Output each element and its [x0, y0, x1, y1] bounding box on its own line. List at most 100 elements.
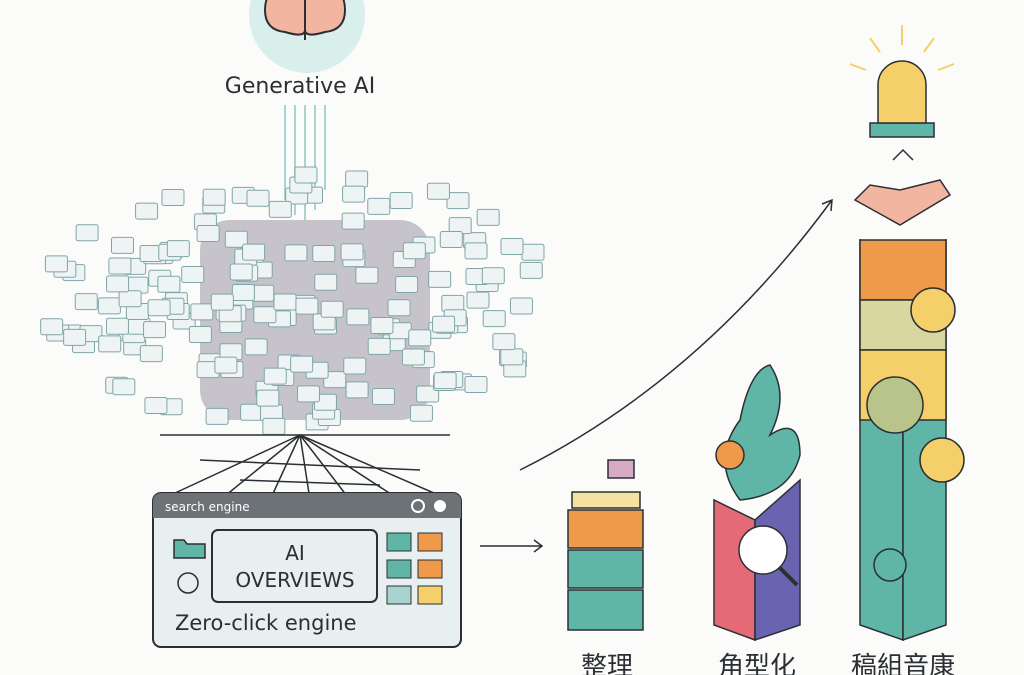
document-card	[214, 356, 238, 374]
pillar-organize	[567, 459, 644, 631]
document-card	[389, 191, 413, 209]
document-card	[63, 328, 87, 346]
document-card	[210, 293, 234, 311]
lamp-base	[869, 122, 935, 138]
document-card	[345, 381, 369, 399]
brain-icon	[249, 0, 365, 73]
document-card	[395, 275, 419, 293]
document-card	[416, 385, 440, 403]
document-card	[108, 257, 132, 275]
document-card	[144, 396, 168, 414]
document-card	[409, 404, 433, 422]
document-card	[157, 275, 181, 293]
document-card	[118, 290, 142, 308]
search-engine-window: search engine AI OVERVIEWS Zero-click en…	[152, 492, 462, 648]
document-card	[439, 231, 463, 249]
document-card	[509, 297, 533, 315]
document-card	[521, 243, 545, 261]
document-card	[519, 261, 543, 279]
pillar-label-3: 稿組音康	[851, 652, 955, 675]
generative-ai-title: Generative AI	[225, 74, 375, 99]
document-card	[166, 240, 190, 258]
document-card	[139, 345, 163, 363]
star-icon	[417, 532, 443, 552]
magnifier-icon	[738, 525, 788, 575]
document-card	[135, 202, 159, 220]
window-control-icon[interactable]	[411, 499, 425, 513]
document-card	[346, 308, 370, 326]
document-card	[284, 244, 308, 262]
document-card	[75, 224, 99, 242]
pillar-label-2: 角型化	[718, 652, 796, 675]
document-card	[224, 230, 248, 248]
document-card	[240, 403, 264, 421]
document-card	[242, 243, 266, 261]
document-card	[312, 244, 336, 262]
pillar-structure	[713, 364, 801, 642]
network-lines	[159, 434, 451, 501]
document-card	[105, 317, 129, 335]
document-card	[481, 267, 505, 285]
document-card	[371, 387, 395, 405]
document-card	[355, 266, 379, 284]
document-card	[111, 236, 135, 254]
panel-line-1: AI	[285, 541, 305, 565]
document-card	[426, 182, 450, 200]
user-icon	[177, 572, 199, 594]
document-card	[190, 303, 214, 321]
document-card	[263, 367, 287, 385]
card-icon	[417, 559, 443, 579]
document-card	[290, 355, 314, 373]
document-card	[432, 315, 456, 333]
document-card	[244, 338, 268, 356]
chart-icon	[386, 585, 412, 605]
light-rays	[849, 25, 955, 71]
document-card	[188, 326, 212, 344]
document-card	[205, 407, 229, 425]
document-card	[294, 166, 318, 184]
document-card	[367, 337, 391, 355]
document-card	[181, 266, 205, 284]
document-card	[433, 372, 457, 390]
document-card	[428, 270, 452, 288]
document-card	[97, 297, 121, 315]
document-card	[147, 299, 171, 317]
zero-click-caption: Zero-click engine	[175, 611, 357, 635]
document-card	[161, 189, 185, 207]
document-card	[106, 275, 130, 293]
document-card	[482, 310, 506, 328]
pillar-collaboration	[853, 60, 965, 642]
document-cards	[40, 166, 545, 435]
pillar-label-1: 整理	[581, 652, 633, 675]
gear-icon	[919, 437, 965, 483]
document-card	[446, 192, 470, 210]
document-card	[367, 197, 391, 215]
search-label[interactable]: search engine	[165, 500, 250, 514]
gear-icon	[910, 287, 956, 333]
document-card	[44, 255, 68, 273]
document-card	[370, 316, 394, 334]
document-card	[343, 357, 367, 375]
document-card	[256, 389, 280, 407]
window-close-icon[interactable]	[434, 500, 446, 512]
document-card	[202, 188, 226, 206]
document-card	[345, 170, 369, 188]
document-card	[143, 321, 167, 339]
document-card	[251, 284, 275, 302]
document-card	[492, 333, 516, 351]
document-card	[74, 293, 98, 311]
document-card	[476, 208, 500, 226]
document-card	[466, 291, 490, 309]
document-card	[464, 242, 488, 260]
ai-overviews-panel	[211, 529, 378, 603]
gear-icon	[866, 376, 924, 434]
document-card	[196, 225, 220, 243]
document-card	[408, 329, 432, 347]
arrow-icon	[480, 198, 833, 553]
panel-line-2: OVERVIEWS	[235, 568, 354, 592]
document-card	[295, 297, 319, 315]
document-card	[464, 376, 488, 394]
document-card	[262, 417, 286, 435]
